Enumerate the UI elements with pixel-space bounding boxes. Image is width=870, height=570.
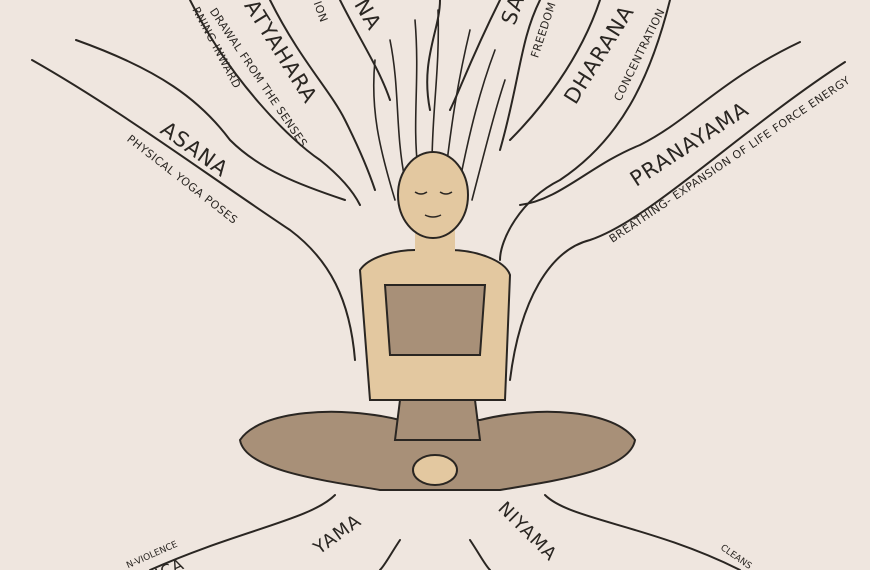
dhyana-desc: ION (311, 0, 331, 24)
yama-label: YAMA (309, 510, 366, 559)
meditating-figure (238, 151, 637, 491)
samadhi-desc: FREEDOM (528, 0, 558, 59)
niyama-label: NIYAMA (494, 498, 562, 566)
hair-strands (372, 9, 506, 201)
pratyahara-label: ATYAHARA (240, 0, 323, 108)
samadhi-label: SA (497, 0, 530, 28)
niyama-sub-desc: CLEANS (718, 543, 753, 570)
tree-branches (31, 0, 846, 570)
